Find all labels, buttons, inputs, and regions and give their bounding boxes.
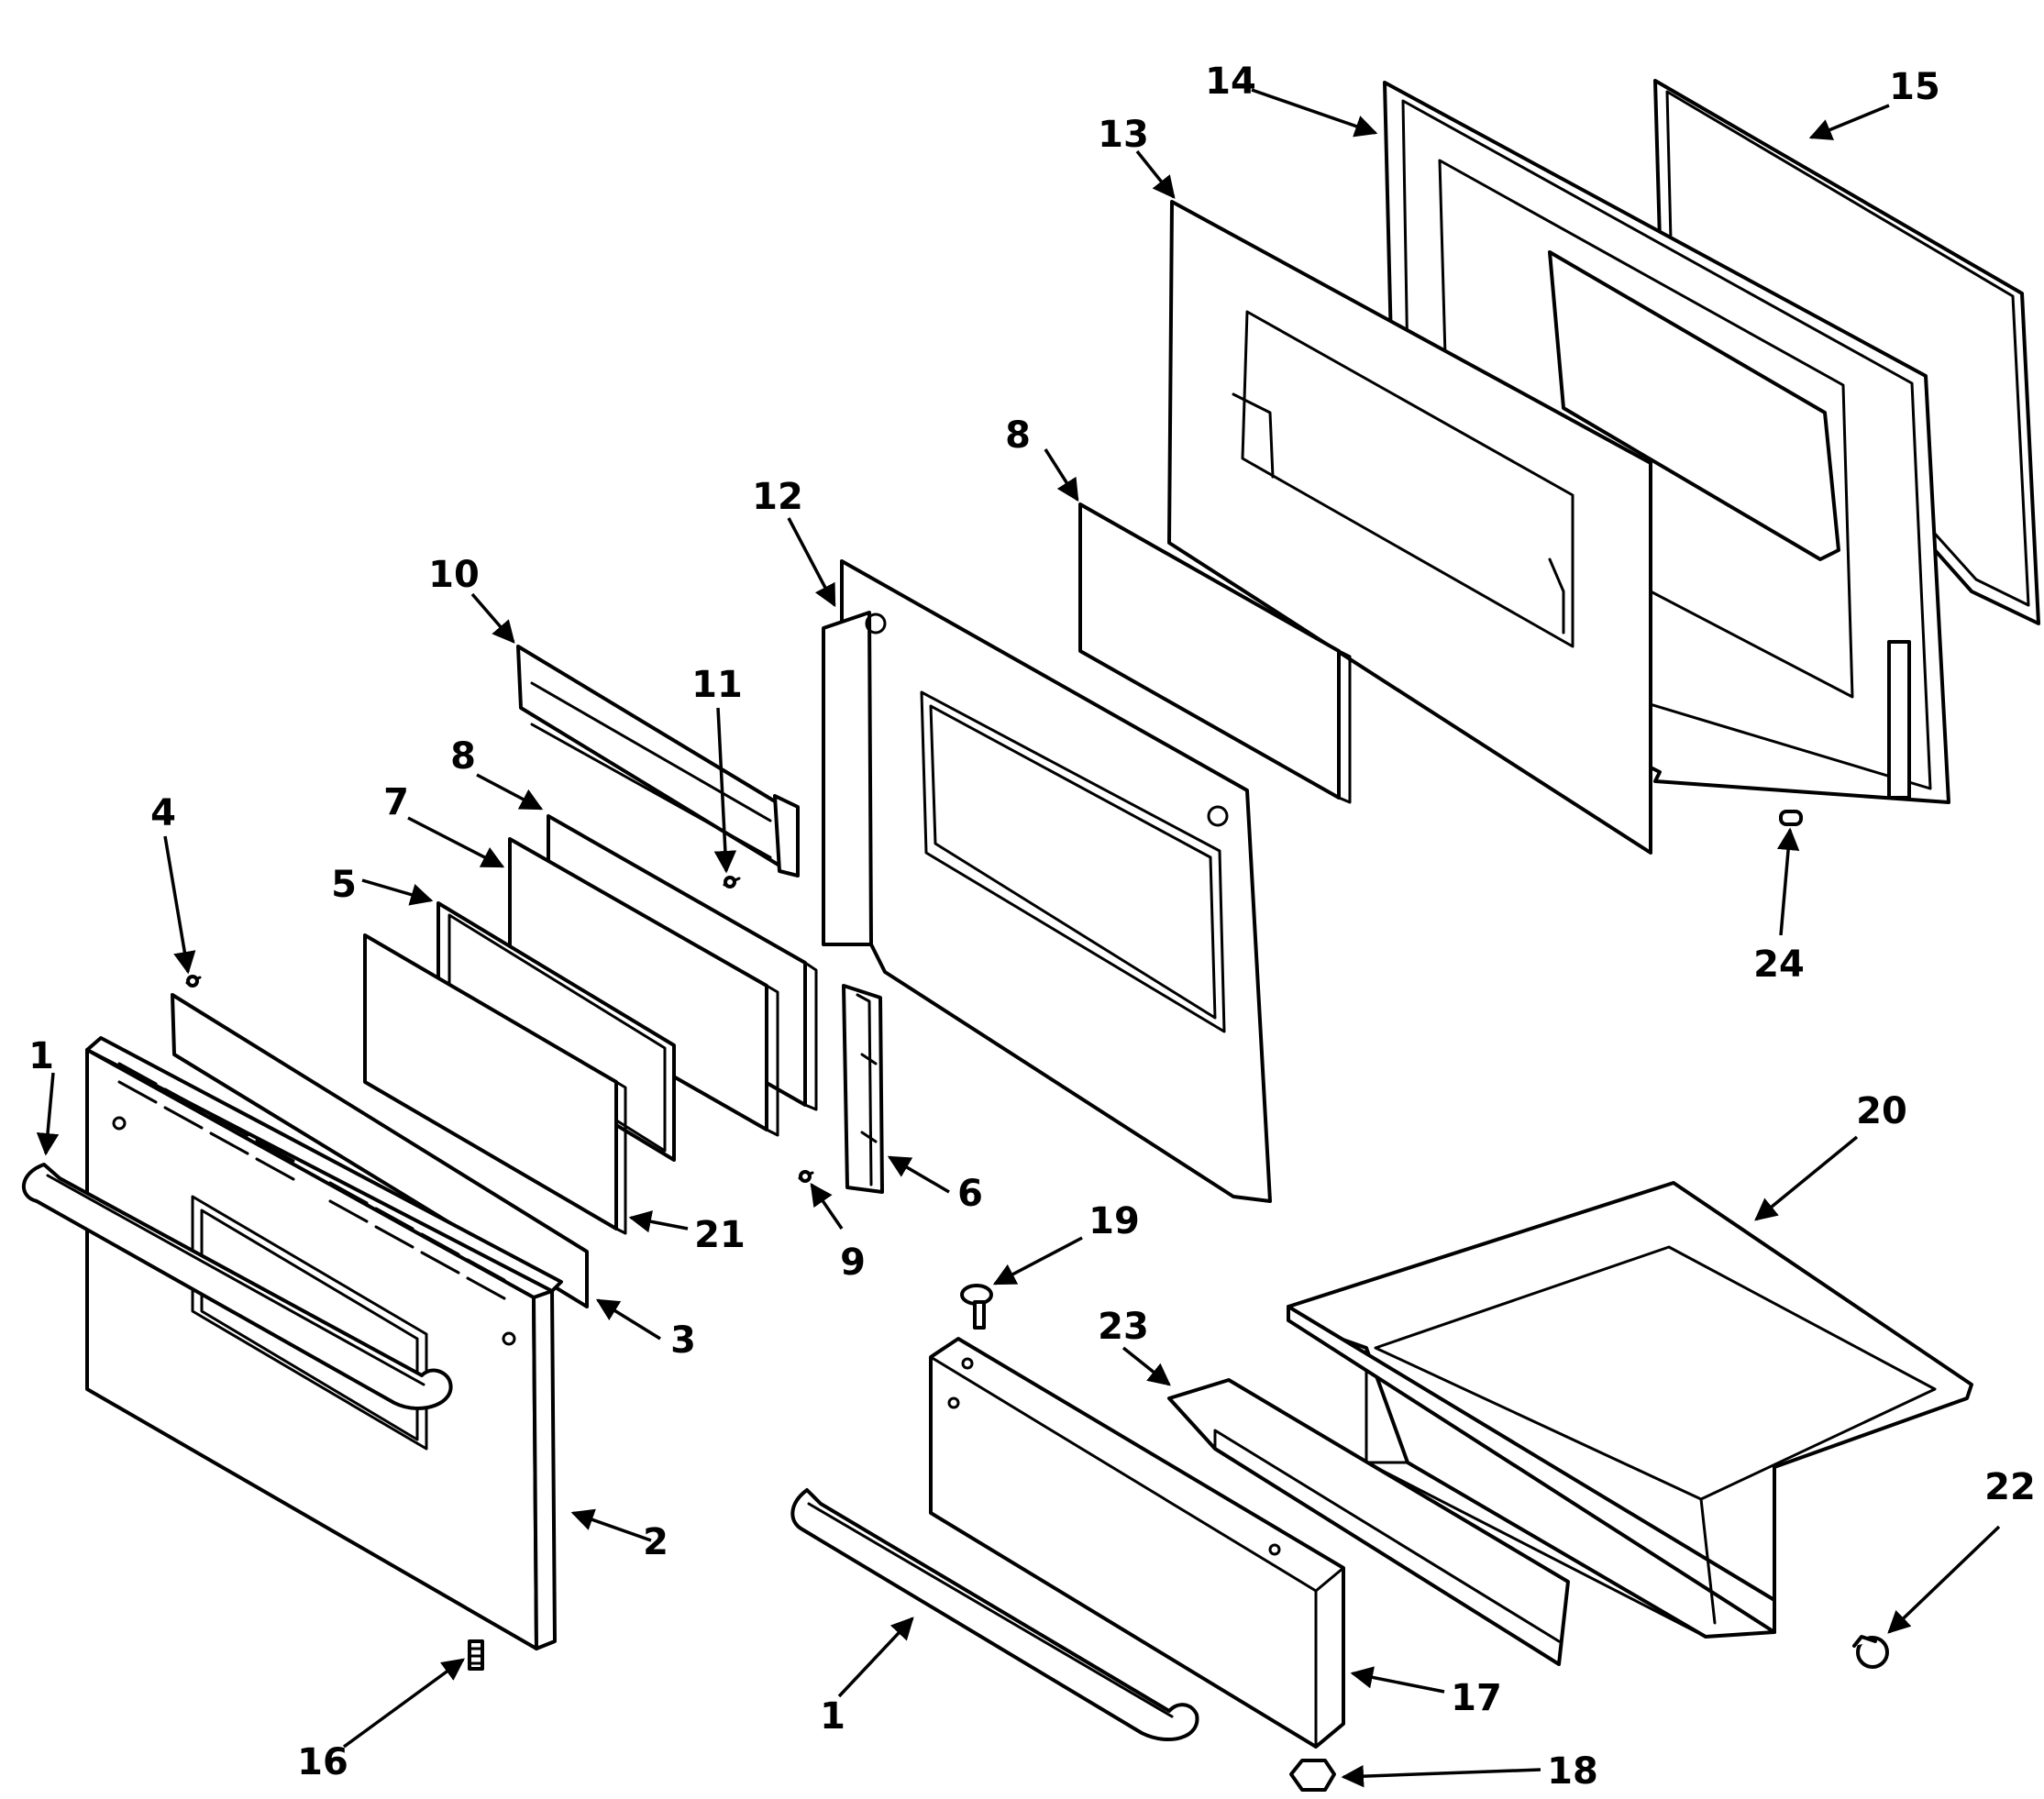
leader-13: [1135, 149, 1176, 199]
leader-5: [361, 878, 434, 906]
storage-drawer-pan: [1287, 1181, 1973, 1639]
callout-4: 4: [150, 792, 176, 834]
outer-glass-panel-upper: [1078, 502, 1352, 804]
leveling-foot: [1289, 1759, 1336, 1792]
leader-8-upper: [1044, 448, 1079, 502]
leader-24: [1776, 827, 1800, 936]
callout-22: 22: [1984, 1466, 2036, 1508]
drawer-handle-lower: [790, 1488, 1199, 1742]
leader-4: [163, 835, 196, 975]
callout-12: 12: [752, 476, 803, 518]
leader-20: [1754, 1135, 1859, 1221]
screw-part-4: [185, 975, 202, 988]
screw-part-19: [960, 1284, 993, 1330]
leader-17: [1350, 1666, 1445, 1694]
clip-part-24: [1779, 810, 1803, 826]
leader-3: [595, 1298, 661, 1341]
leader-15: [1808, 104, 1890, 140]
leader-10: [470, 592, 515, 644]
callout-20: 20: [1856, 1090, 1907, 1132]
callout-8-lower: 8: [450, 735, 476, 778]
leader-19: [992, 1236, 1083, 1286]
callout-14: 14: [1205, 61, 1256, 103]
callout-1-lower: 1: [820, 1695, 845, 1738]
callout-15: 15: [1889, 66, 1940, 108]
door-handle-upper: [21, 1163, 453, 1410]
door-liner: [822, 559, 1272, 1203]
leader-11: [713, 707, 737, 874]
hinge-bracket: [842, 984, 884, 1194]
callout-3: 3: [670, 1319, 696, 1362]
vent-strip: [171, 993, 589, 1308]
leader-6: [887, 1155, 950, 1194]
callout-9: 9: [840, 1242, 866, 1284]
callout-19: 19: [1088, 1200, 1140, 1242]
leader-8-lower: [476, 773, 544, 811]
callout-18: 18: [1547, 1750, 1598, 1793]
callout-8-upper: 8: [1005, 414, 1031, 457]
callout-24: 24: [1753, 944, 1805, 986]
glass-panel-part-21: [363, 933, 627, 1235]
drawer-front-panel: [929, 1337, 1345, 1749]
drawer-trim-strip: [1167, 1378, 1570, 1666]
callout-10: 10: [428, 554, 480, 596]
callout-13: 13: [1098, 114, 1149, 156]
leader-12: [787, 517, 836, 608]
callout-16: 16: [297, 1741, 348, 1783]
leader-21: [628, 1210, 689, 1233]
screw-part-9: [798, 1170, 814, 1183]
glass-bracket: [516, 645, 800, 877]
callout-21: 21: [694, 1214, 746, 1256]
leader-9: [810, 1182, 844, 1230]
leader-1-upper: [36, 1072, 60, 1156]
callout-7: 7: [383, 781, 409, 823]
leveling-leg: [1852, 1635, 1889, 1669]
leader-23: [1121, 1346, 1171, 1386]
callout-labels: 1 2 3 4 5 6 7 8 8 9 10 11 12 13 14 15 16…: [28, 61, 2036, 1793]
callout-23: 23: [1098, 1306, 1149, 1348]
leader-22: [1887, 1525, 2001, 1634]
glass-panel-part-7: [508, 837, 779, 1137]
leader-7: [407, 816, 505, 868]
callout-6: 6: [957, 1173, 983, 1215]
screw-part-11: [723, 876, 741, 888]
leader-2: [570, 1508, 652, 1542]
leader-18: [1341, 1764, 1541, 1788]
door-frame-insulation: [1167, 200, 1652, 855]
leader-16: [342, 1658, 465, 1749]
callout-11: 11: [691, 664, 743, 706]
callout-17: 17: [1451, 1677, 1502, 1719]
leader-1-lower: [837, 1617, 914, 1698]
leader-lines: [36, 88, 2001, 1788]
screw-part-16: [468, 1639, 484, 1671]
callout-5: 5: [331, 864, 357, 906]
callout-1-upper: 1: [28, 1035, 54, 1077]
callout-2: 2: [643, 1521, 668, 1563]
leader-14: [1251, 88, 1378, 138]
